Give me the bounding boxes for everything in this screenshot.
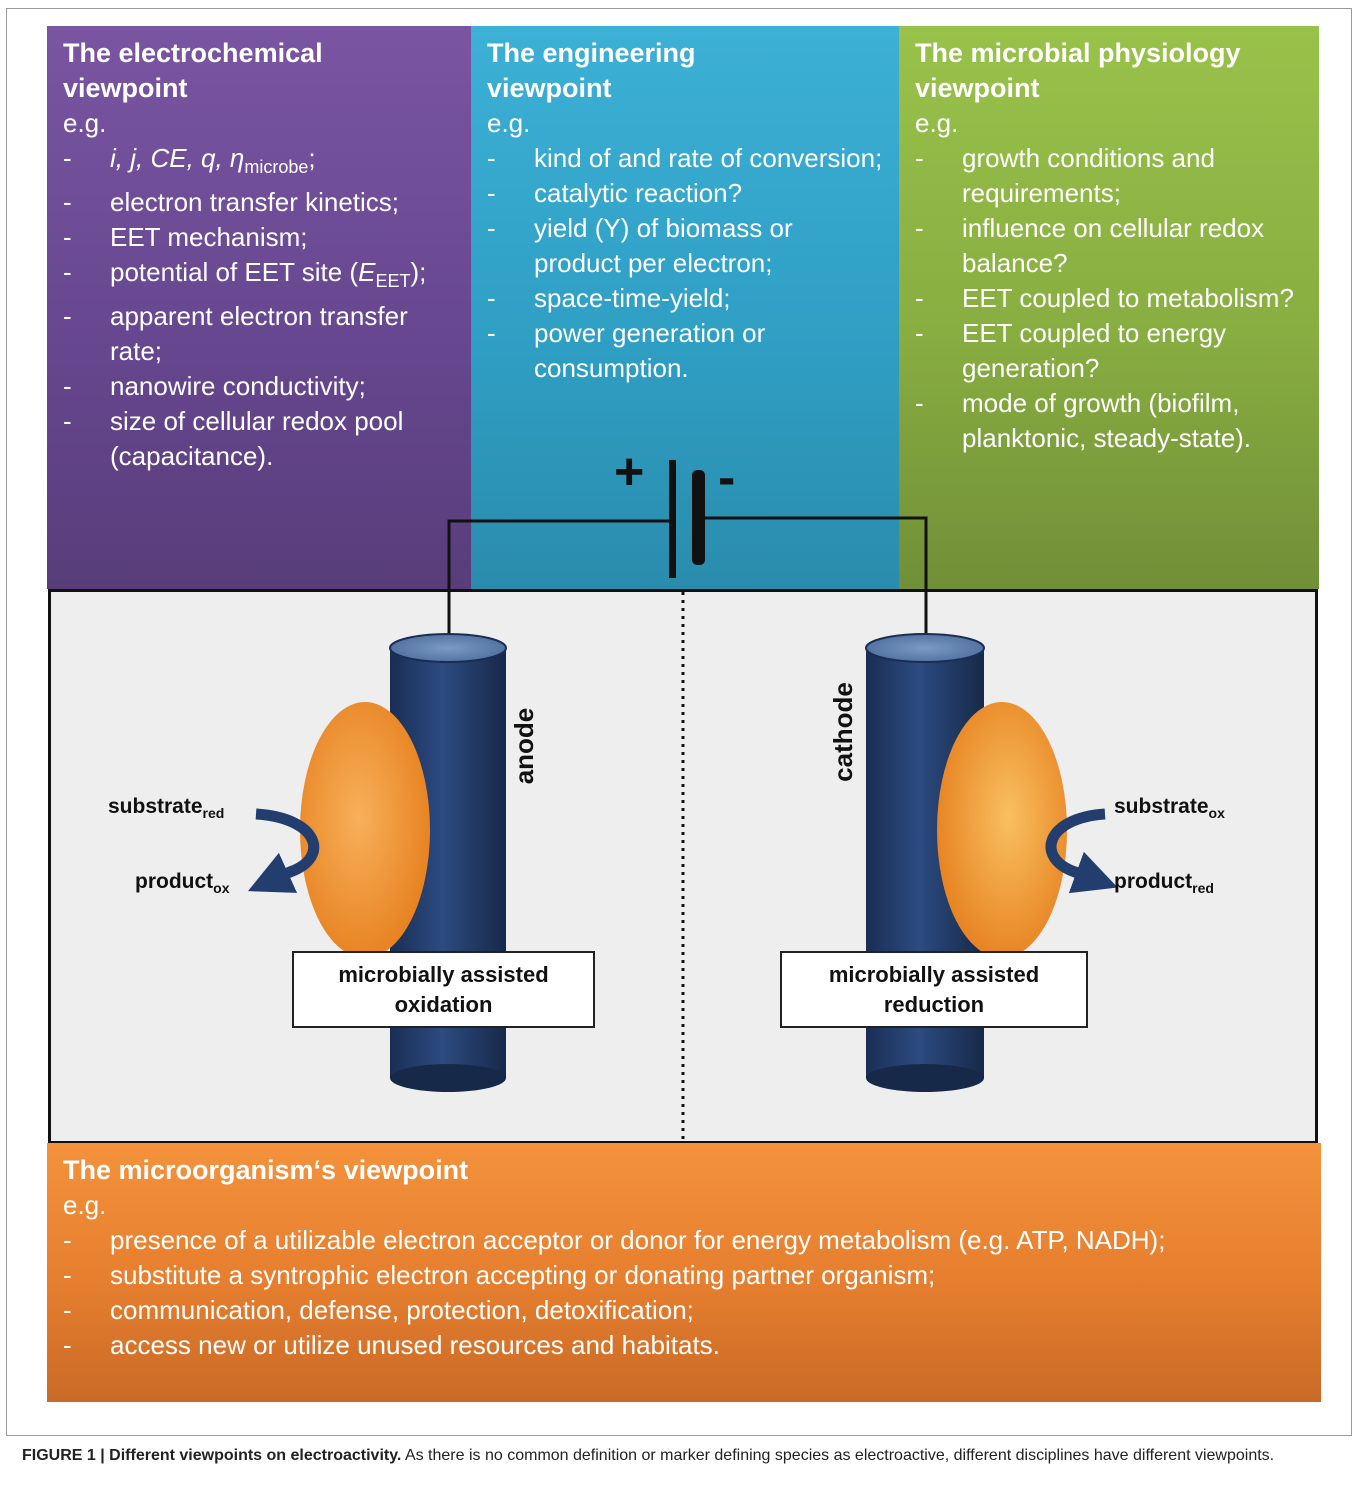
figure-caption: FIGURE 1 | Different viewpoints on elect…: [22, 1447, 1275, 1464]
list-item: influence on cellular redox balance?: [915, 211, 1303, 281]
electrochemical-list: i, j, CE, q, ηmicrobe; electron transfer…: [63, 141, 455, 474]
engineering-viewpoint-panel: The engineering viewpoint e.g. kind of a…: [471, 26, 899, 589]
anode-product-label: productox: [135, 870, 230, 896]
list-item: nanowire conductivity;: [63, 369, 455, 404]
cathode-label: cathode: [828, 682, 858, 782]
panel-title: The engineering viewpoint: [487, 38, 696, 103]
list-item: i, j, CE, q, ηmicrobe;: [63, 141, 455, 185]
list-item: presence of a utilizable electron accept…: [63, 1223, 1305, 1258]
physiology-list: growth conditions and requirements; infl…: [915, 141, 1303, 456]
list-item: substitute a syntrophic electron accepti…: [63, 1258, 1305, 1293]
list-item: growth conditions and requirements;: [915, 141, 1303, 211]
list-item: EET coupled to energy generation?: [915, 316, 1303, 386]
eg-label: e.g.: [915, 108, 959, 138]
cathode-product-label: productred: [1114, 870, 1214, 896]
list-item: catalytic reaction?: [487, 176, 883, 211]
battery-plus-sign: +: [614, 443, 645, 501]
anode-label: anode: [509, 707, 539, 785]
list-item: kind of and rate of conversion;: [487, 141, 883, 176]
microorganism-viewpoint-panel: The microorganism‘s viewpoint e.g. prese…: [47, 1143, 1321, 1402]
list-item: yield (Y) of biomass or product per elec…: [487, 211, 883, 281]
eg-label: e.g.: [63, 108, 107, 138]
list-item: size of cellular redox pool (capacitance…: [63, 404, 455, 474]
battery-minus-sign: -: [718, 449, 736, 507]
list-item: space-time-yield;: [487, 281, 883, 316]
list-item: power generation or consumption.: [487, 316, 883, 386]
panel-title: The electrochemical viewpoint: [63, 38, 323, 103]
list-item: apparent electron transfer rate;: [63, 299, 455, 369]
list-item: electron transfer kinetics;: [63, 185, 455, 220]
anode-substrate-label: substratered: [108, 795, 225, 821]
panel-title: The microorganism‘s viewpoint: [63, 1155, 469, 1185]
microorganism-list: presence of a utilizable electron accept…: [63, 1223, 1305, 1363]
eg-label: e.g.: [63, 1190, 107, 1220]
list-item: communication, defense, protection, deto…: [63, 1293, 1305, 1328]
list-item: potential of EET site (EEET);: [63, 255, 455, 299]
cathode-substrate-label: substrateox: [1114, 795, 1225, 821]
engineering-list: kind of and rate of conversion; catalyti…: [487, 141, 883, 386]
electrochemical-cell: [48, 589, 1318, 1144]
list-item: EET mechanism;: [63, 220, 455, 255]
figure-frame: [6, 8, 1352, 1436]
list-item: mode of growth (biofilm, planktonic, ste…: [915, 386, 1303, 456]
physiology-viewpoint-panel: The microbial physiology viewpoint e.g. …: [899, 26, 1319, 589]
eg-label: e.g.: [487, 108, 531, 138]
list-item: EET coupled to metabolism?: [915, 281, 1303, 316]
panel-title: The microbial physiology viewpoint: [915, 38, 1241, 103]
electrochemical-viewpoint-panel: The electrochemical viewpoint e.g. i, j,…: [47, 26, 471, 589]
list-item: access new or utilize unused resources a…: [63, 1328, 1305, 1363]
